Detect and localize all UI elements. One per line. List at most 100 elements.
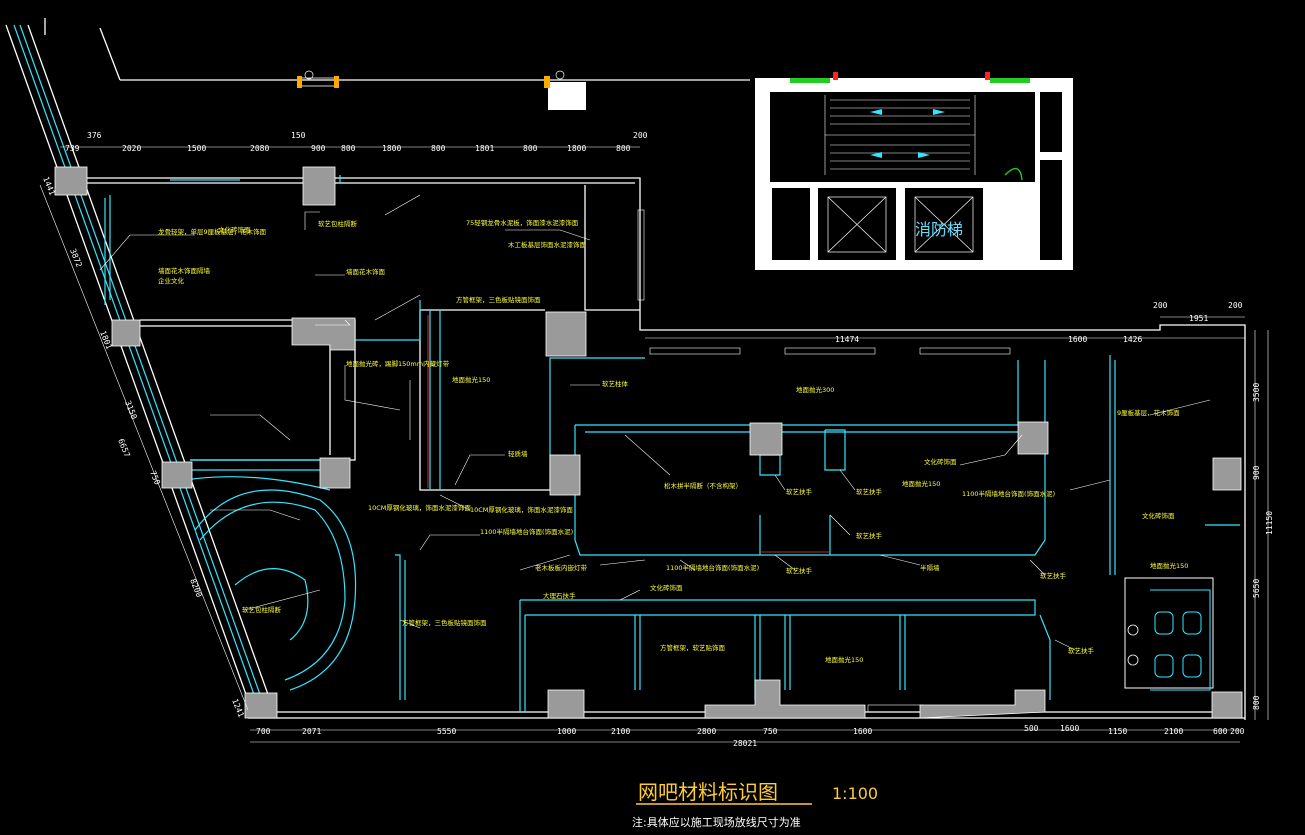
material-label: 文化砖饰面 <box>650 583 683 592</box>
material-label: 地面抛光300 <box>796 385 834 394</box>
material-label: 文化砖饰面 <box>218 225 251 234</box>
dim-bottom: 1600 <box>853 727 872 736</box>
drawing-title: 网吧材料标识图 <box>638 780 778 804</box>
dim-bottom: 2071 <box>302 727 321 736</box>
dim-top: 800 <box>523 144 538 153</box>
material-label: 1100半隔墙地台饰面(饰面水泥) <box>480 527 573 536</box>
dim-top: 800 <box>616 144 631 153</box>
dim-right: 11150 <box>1265 511 1274 535</box>
dim-top: 1800 <box>567 144 586 153</box>
dim-left: 3150 <box>123 399 139 420</box>
dim-left: 1241 <box>230 697 246 718</box>
material-label: 墙面花木饰面隔墙 <box>158 266 211 275</box>
dim-right: 3500 <box>1252 383 1261 402</box>
dim-bottom: 1150 <box>1108 727 1127 736</box>
material-label: 方管框架，软艺贴饰面 <box>660 643 726 652</box>
dim-mid: 1426 <box>1123 335 1142 344</box>
dim-top: 800 <box>431 144 446 153</box>
dim-bottom: 1600 <box>1060 724 1079 733</box>
material-label: 软艺扶手 <box>856 487 883 496</box>
dim-bottom: 500 <box>1024 724 1039 733</box>
dim-left: 1801 <box>98 329 114 350</box>
dims-right: 3500 900 11150 5650 800 <box>1252 383 1274 710</box>
dim-top: 376 <box>87 131 102 140</box>
dim-top: 2020 <box>122 144 141 153</box>
material-label: 软艺包柱隔断 <box>242 605 282 614</box>
dim-mid: 1951 <box>1189 314 1208 323</box>
columns <box>54 166 1243 719</box>
material-label: 软艺扶手 <box>786 487 813 496</box>
restroom <box>1124 577 1214 691</box>
dim-top: 1500 <box>187 144 206 153</box>
dim-bottom: 2100 <box>1164 727 1183 736</box>
dim-left: 750 <box>148 469 162 486</box>
material-label: 文化砖饰面 <box>924 457 957 466</box>
material-label: 木工板基层饰面水泥漆饰面 <box>508 240 587 249</box>
dim-top: 900 <box>311 144 326 153</box>
material-label: 9厘板基层，花木饰面 <box>1117 408 1180 417</box>
drawing-scale: 1:100 <box>832 784 878 803</box>
dim-bottom-total: 28021 <box>733 739 757 748</box>
material-label: 老木板板内嵌灯带 <box>535 563 588 572</box>
dim-bottom: 1000 <box>557 727 576 736</box>
material-label: 方管框架，三色板贴镜面饰面 <box>456 295 541 304</box>
material-label: 软艺包柱隔断 <box>318 219 358 228</box>
material-label: 软艺扶手 <box>856 531 883 540</box>
dim-left: 8200 <box>188 577 204 598</box>
dims-bottom: 700 2071 5550 1000 2100 2800 750 1600 50… <box>256 724 1245 748</box>
dim-bottom: 200 <box>1230 727 1245 736</box>
material-label: 地面抛光150 <box>452 375 490 384</box>
material-label: 地面抛光150 <box>1150 561 1188 570</box>
dim-right: 800 <box>1252 695 1261 710</box>
dim-top: 1800 <box>382 144 401 153</box>
material-label: 75轻钢龙骨水泥板，饰面漆水泥漆饰面 <box>466 218 579 227</box>
material-label: 方管框架，三色板贴镜面饰面 <box>402 618 487 627</box>
stair-label: 消防梯 <box>915 220 963 239</box>
material-label: 10CM厚钢化玻璃，饰面水泥漆饰面 <box>470 505 573 514</box>
dims-top: 739 376 2020 1500 2080 150 900 800 1800 … <box>65 131 648 153</box>
dim-left: 6657 <box>116 437 132 458</box>
dim-mid: 200 <box>1228 301 1243 310</box>
material-label: 大理石扶手 <box>543 591 576 600</box>
dim-left: 3872 <box>68 247 84 268</box>
material-label: 软艺扶手 <box>1068 646 1095 655</box>
material-label: 龙骨轻架，单层9厘板基层，花木饰面 <box>158 227 267 236</box>
material-label: 1100半隔墙地台饰面(饰面水泥) <box>666 563 759 572</box>
dim-top: 2080 <box>250 144 269 153</box>
dim-top: 800 <box>341 144 356 153</box>
material-label: 软艺扶手 <box>1040 571 1067 580</box>
dim-top: 200 <box>633 131 648 140</box>
top-fixtures <box>297 70 586 110</box>
material-label: 1100半隔墙地台饰面(饰面水泥) <box>962 489 1055 498</box>
material-label: 地面抛光砖，踢脚150mm内藏灯带 <box>346 359 450 368</box>
material-label: 轻质墙 <box>508 449 528 458</box>
dim-bottom: 2100 <box>611 727 630 736</box>
dim-top: 739 <box>65 144 80 153</box>
dim-mid: 11474 <box>835 335 859 344</box>
material-label: 软艺扶手 <box>786 566 813 575</box>
material-label: 软艺柱体 <box>602 379 629 388</box>
dim-bottom: 750 <box>763 727 778 736</box>
material-label: 地面抛光150 <box>902 479 940 488</box>
dim-bottom: 2800 <box>697 727 716 736</box>
material-label: 松木拼半隔断（不含构架） <box>664 481 742 490</box>
material-label: 企业文化 <box>158 276 185 285</box>
material-labels: 文化砖饰面 软艺包柱隔断 龙骨轻架，单层9厘板基层，花木饰面 墙面花木饰面隔墙 … <box>158 218 1188 664</box>
drawing-note: 注:具体应以施工现场放线尺寸为准 <box>632 815 801 829</box>
dims-left: 1441 3872 1801 3150 6657 750 8200 1241 <box>41 175 246 718</box>
dim-mid: 1600 <box>1068 335 1087 344</box>
dim-right: 900 <box>1252 465 1261 480</box>
leader-lines <box>99 194 1211 651</box>
dimension-lines <box>39 146 1269 743</box>
dims-mid: 11474 1600 1426 200 1951 200 <box>835 301 1243 344</box>
material-label: 墙面花木饰面 <box>346 267 386 276</box>
stair-core: 消防梯 <box>755 72 1073 270</box>
material-label: 10CM厚钢化玻璃，饰面水泥漆饰面 <box>368 503 471 512</box>
dim-top: 150 <box>291 131 306 140</box>
dim-bottom: 700 <box>256 727 271 736</box>
title-block: 网吧材料标识图 1:100 注:具体应以施工现场放线尺寸为准 <box>632 780 878 829</box>
dim-top: 1801 <box>475 144 494 153</box>
hatched-walls <box>637 209 1011 713</box>
dim-bottom: 600 <box>1213 727 1228 736</box>
